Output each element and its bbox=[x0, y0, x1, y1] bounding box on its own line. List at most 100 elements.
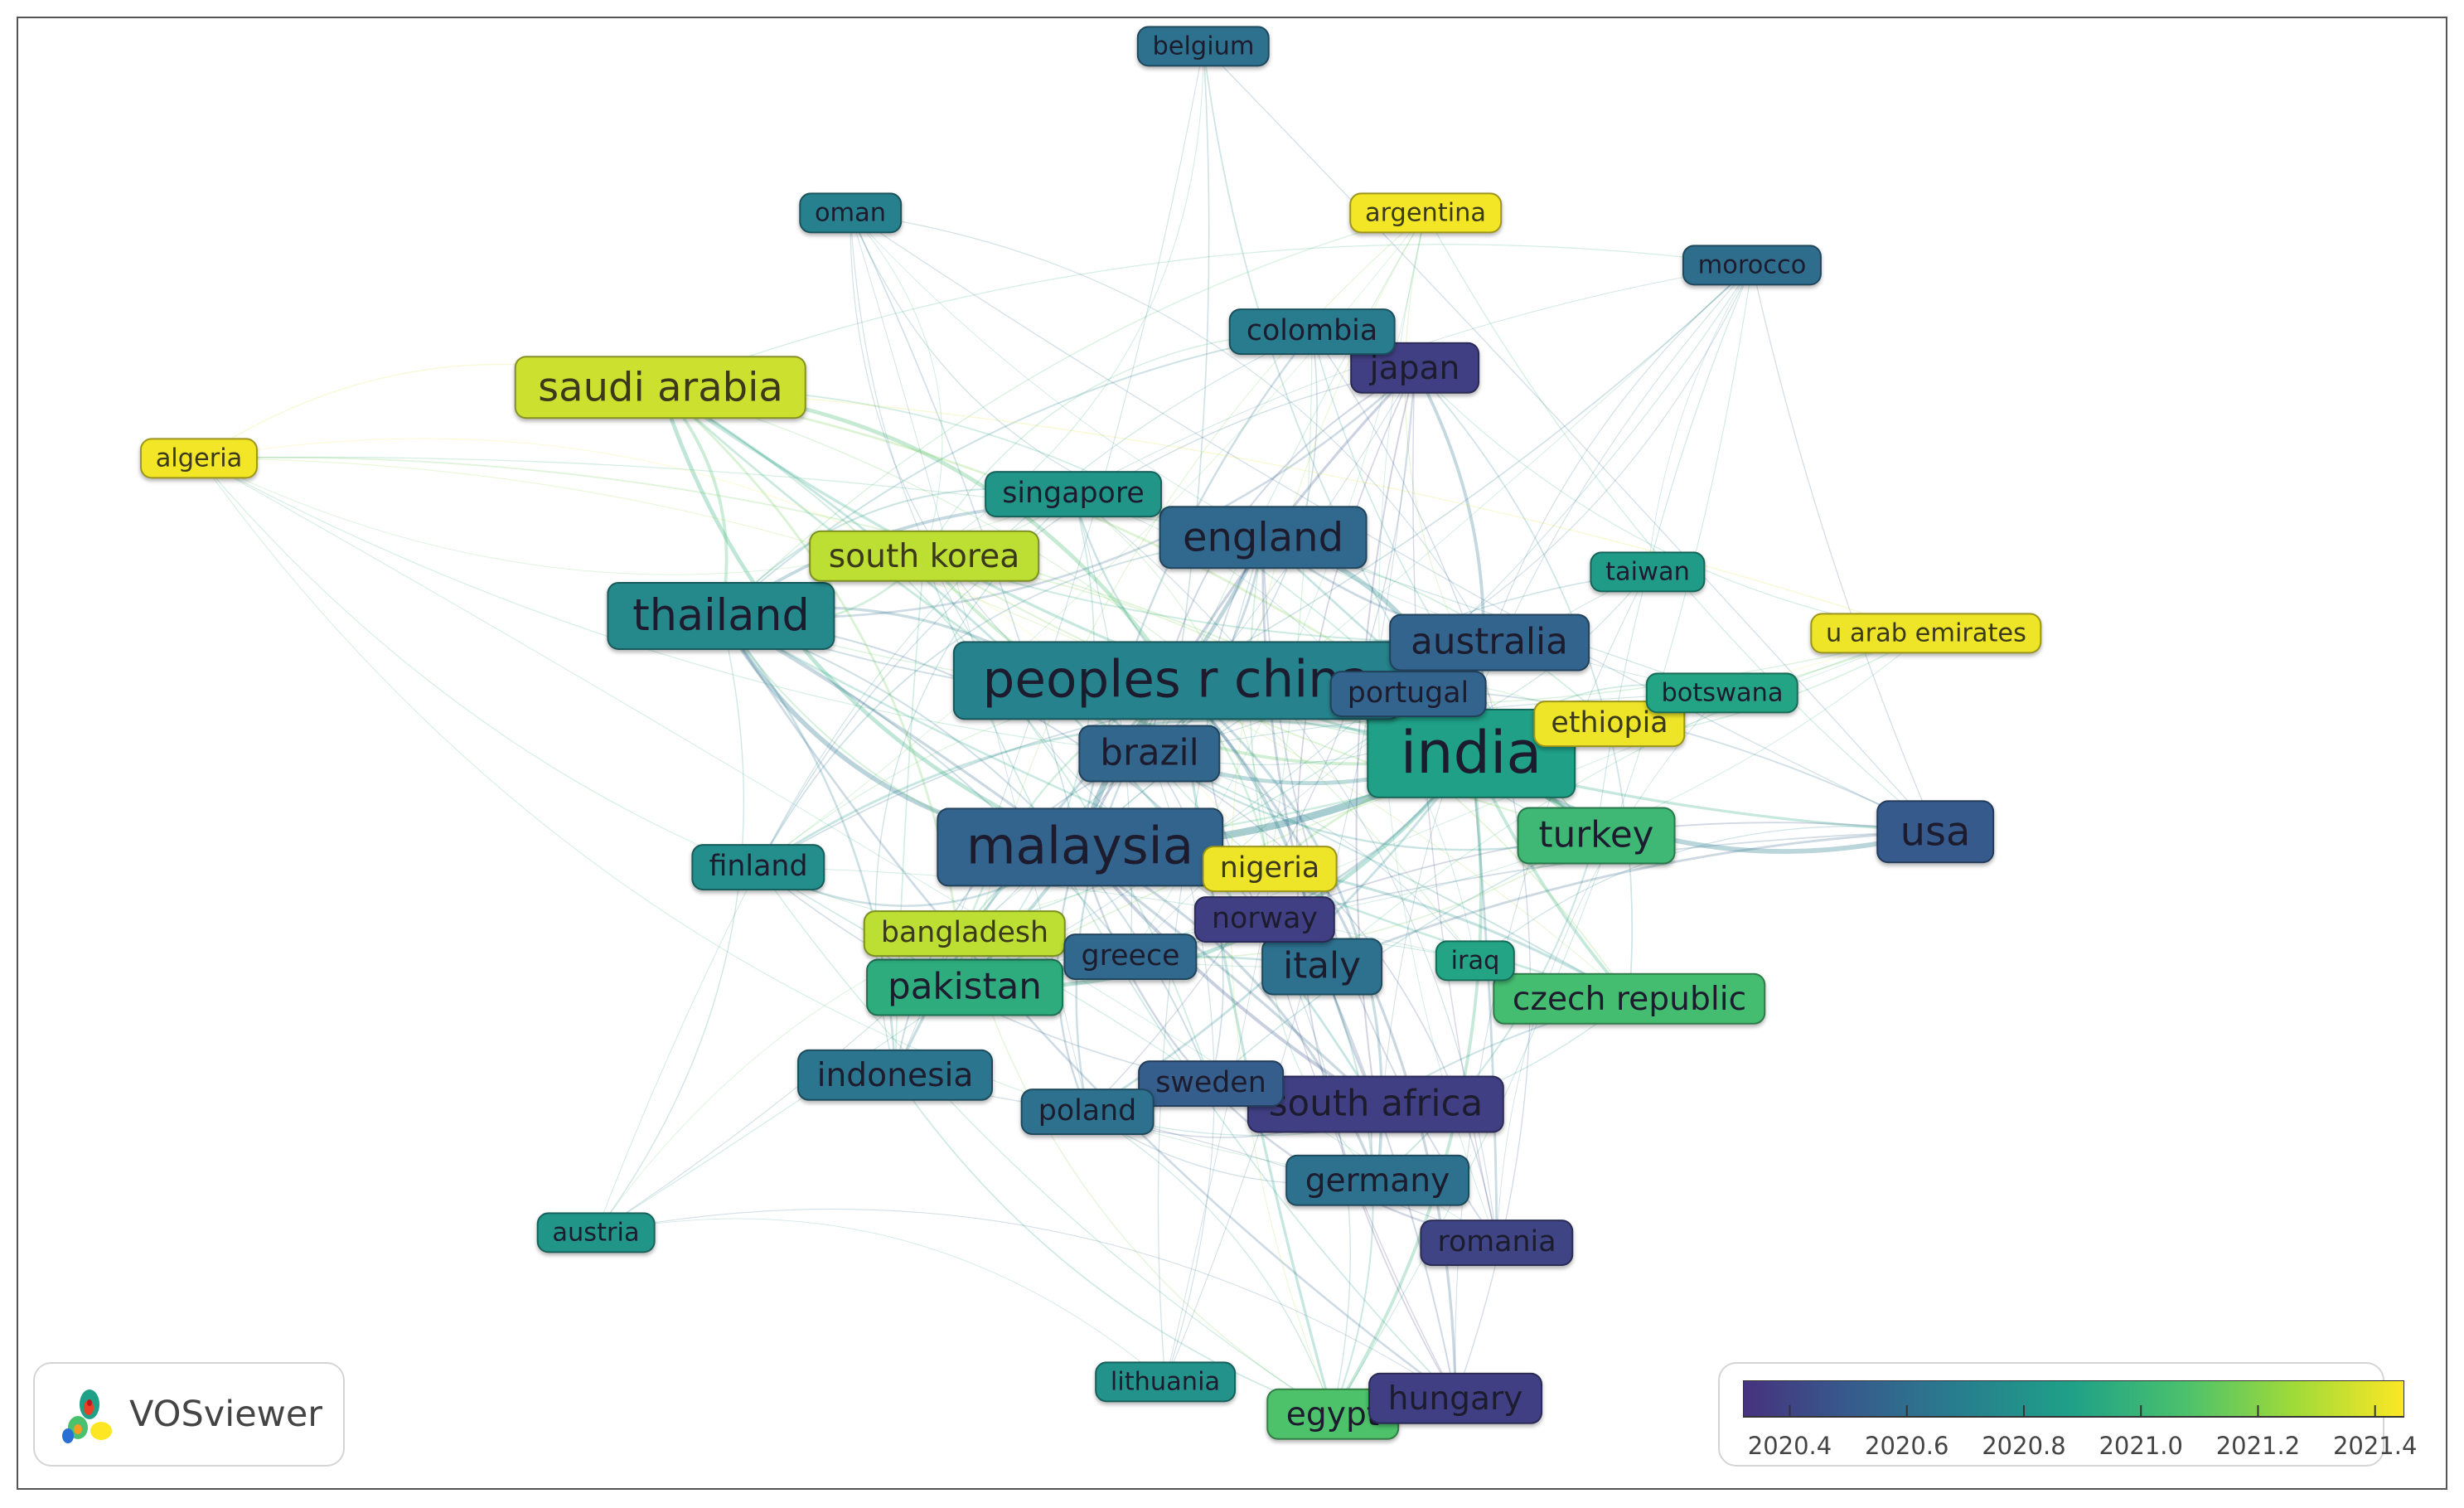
link-saudi-arabia-iraq bbox=[660, 386, 1476, 962]
legend-colorbar bbox=[1743, 1380, 2404, 1418]
node-south-africa[interactable]: south africa bbox=[1247, 1075, 1505, 1133]
node-singapore[interactable]: singapore bbox=[985, 471, 1162, 517]
node-thailand[interactable]: thailand bbox=[607, 581, 835, 651]
node-taiwan[interactable]: taiwan bbox=[1590, 551, 1706, 593]
link-peoples-r-china-belgium bbox=[1176, 46, 1210, 681]
link-japan-poland bbox=[1087, 367, 1416, 1113]
node-indonesia[interactable]: indonesia bbox=[797, 1049, 993, 1102]
link-saudi-arabia-morocco bbox=[660, 244, 1753, 388]
link-usa-oman bbox=[850, 212, 1936, 832]
link-singapore-greece bbox=[1072, 493, 1133, 958]
link-malaysia-south-africa bbox=[1078, 846, 1377, 1106]
node-iraq[interactable]: iraq bbox=[1435, 940, 1516, 982]
node-morocco[interactable]: morocco bbox=[1682, 245, 1823, 286]
link-south-africa-japan bbox=[1355, 367, 1416, 1105]
link-austria-lithuania bbox=[595, 1218, 1166, 1383]
node-austria[interactable]: austria bbox=[536, 1212, 656, 1253]
vosviewer-logo-text: VOSviewer bbox=[129, 1394, 322, 1435]
node-sweden[interactable]: sweden bbox=[1138, 1060, 1284, 1107]
node-south-korea[interactable]: south korea bbox=[809, 530, 1039, 583]
link-malaysia-saudi-arabia bbox=[658, 386, 1081, 850]
link-germany-algeria bbox=[198, 458, 1378, 1181]
node-lithuania[interactable]: lithuania bbox=[1095, 1361, 1236, 1403]
link-thailand-greece bbox=[720, 615, 1131, 958]
link-italy-u-arab-emirates bbox=[1321, 633, 1927, 967]
link-saudi-arabia-pakistan bbox=[660, 385, 966, 988]
vosviewer-logo: VOSviewer bbox=[33, 1362, 345, 1467]
link-brazil-czech-republic bbox=[1149, 753, 1630, 1000]
link-hungary-austria bbox=[595, 1208, 1456, 1399]
link-australia-morocco bbox=[1489, 264, 1753, 643]
link-egypt-finland bbox=[758, 866, 1334, 1415]
network-canvas[interactable] bbox=[18, 18, 2446, 1488]
link-india-romania bbox=[1469, 753, 1498, 1244]
link-malaysia-oman bbox=[850, 212, 1081, 848]
link-usa-belgium bbox=[1203, 46, 1936, 832]
link-egypt-poland bbox=[1087, 1111, 1334, 1415]
link-usa-argentina bbox=[1425, 212, 1936, 832]
link-finland-iraq bbox=[758, 866, 1476, 962]
legend-tick-label: 2020.8 bbox=[1982, 1432, 2066, 1460]
node-belgium[interactable]: belgium bbox=[1136, 26, 1271, 67]
link-brazil-algeria bbox=[198, 458, 1150, 754]
node-colombia[interactable]: colombia bbox=[1228, 308, 1396, 355]
link-egypt-bangladesh bbox=[964, 933, 1334, 1415]
node-greece[interactable]: greece bbox=[1063, 933, 1198, 980]
node-norway[interactable]: norway bbox=[1193, 896, 1336, 943]
link-egypt-argentina bbox=[1230, 212, 1426, 1415]
node-australia[interactable]: australia bbox=[1389, 613, 1590, 672]
node-czech-republic[interactable]: czech republic bbox=[1493, 972, 1766, 1026]
node-england[interactable]: england bbox=[1159, 506, 1368, 569]
node-bangladesh[interactable]: bangladesh bbox=[863, 910, 1067, 957]
node-ethiopia[interactable]: ethiopia bbox=[1533, 701, 1686, 747]
node-oman[interactable]: oman bbox=[799, 192, 902, 234]
node-italy[interactable]: italy bbox=[1261, 938, 1382, 996]
node-poland[interactable]: poland bbox=[1020, 1089, 1155, 1135]
link-morocco-taiwan bbox=[1647, 264, 1753, 573]
node-germany[interactable]: germany bbox=[1285, 1154, 1469, 1207]
link-thailand-colombia bbox=[720, 331, 1313, 617]
node-pakistan[interactable]: pakistan bbox=[866, 958, 1063, 1016]
link-thailand-sweden bbox=[720, 615, 1212, 1084]
node-turkey[interactable]: turkey bbox=[1517, 807, 1676, 865]
link-czech-republic-algeria bbox=[198, 458, 1630, 1000]
node-usa[interactable]: usa bbox=[1876, 800, 1994, 863]
node-brazil[interactable]: brazil bbox=[1078, 725, 1221, 783]
node-portugal[interactable]: portugal bbox=[1329, 671, 1487, 717]
link-thailand-austria bbox=[595, 615, 745, 1234]
link-finland-austria bbox=[595, 866, 759, 1234]
link-australia-oman bbox=[850, 212, 1490, 643]
node-malaysia[interactable]: malaysia bbox=[937, 807, 1223, 887]
legend-tick-label: 2021.0 bbox=[2099, 1432, 2183, 1460]
node-argentina[interactable]: argentina bbox=[1349, 192, 1502, 234]
node-hungary[interactable]: hungary bbox=[1368, 1372, 1542, 1425]
link-usa-morocco bbox=[1751, 264, 1936, 832]
link-colombia-nigeria bbox=[1269, 331, 1313, 870]
legend-tick-label: 2021.4 bbox=[2332, 1432, 2418, 1460]
link-indonesia-egypt bbox=[894, 1074, 1334, 1415]
legend-tick-label: 2020.6 bbox=[1864, 1432, 1949, 1460]
link-england-south-africa bbox=[1261, 536, 1377, 1105]
node-u-arab-emirates[interactable]: u arab emirates bbox=[1810, 613, 2042, 654]
node-romania[interactable]: romania bbox=[1420, 1219, 1574, 1266]
link-peoples-r-china-morocco bbox=[1176, 264, 1753, 681]
node-finland[interactable]: finland bbox=[691, 844, 825, 890]
vosviewer-logo-icon bbox=[62, 1389, 112, 1443]
link-usa-italy bbox=[1321, 830, 1936, 968]
link-usa-iraq bbox=[1474, 826, 1936, 962]
link-peoples-r-china-hungary bbox=[1175, 679, 1457, 1399]
link-turkey-germany bbox=[1377, 835, 1597, 1181]
node-peoples-r-china[interactable]: peoples r china bbox=[952, 641, 1401, 720]
node-botswana[interactable]: botswana bbox=[1645, 672, 1799, 714]
node-japan[interactable]: japan bbox=[1350, 342, 1479, 395]
link-japan-u-arab-emirates bbox=[1414, 367, 1927, 634]
link-south-korea-oman bbox=[850, 212, 943, 557]
link-peoples-r-china-egypt bbox=[1175, 680, 1334, 1415]
node-algeria[interactable]: algeria bbox=[139, 438, 259, 479]
link-saudi-arabia-u-arab-emirates bbox=[660, 386, 1927, 634]
node-nigeria[interactable]: nigeria bbox=[1202, 846, 1338, 892]
node-saudi-arabia[interactable]: saudi arabia bbox=[514, 356, 807, 419]
legend-tick-label: 2020.4 bbox=[1747, 1432, 1832, 1460]
